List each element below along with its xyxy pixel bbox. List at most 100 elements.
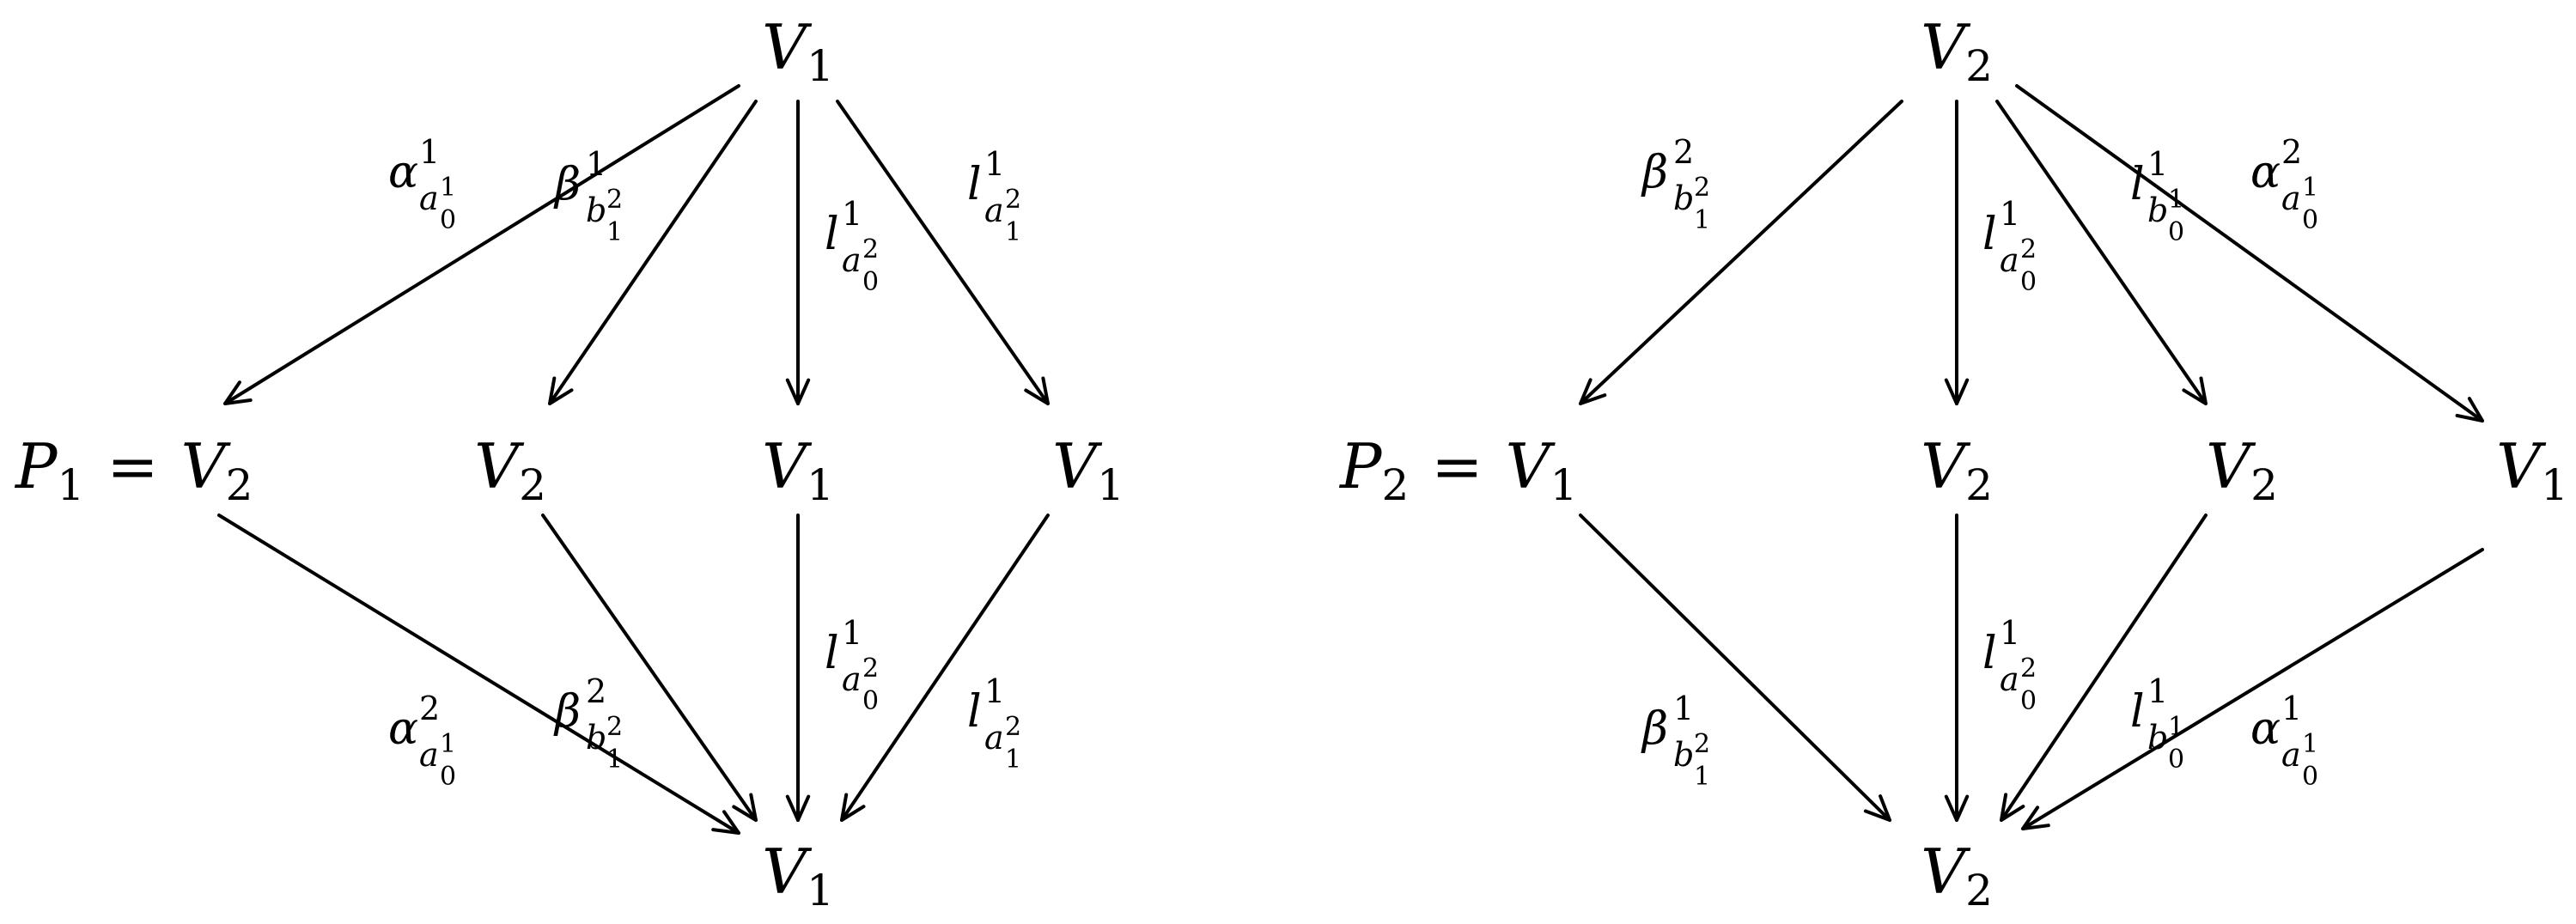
svg-text:0: 0: [2168, 745, 2184, 775]
svg-text:l: l: [1982, 209, 1997, 260]
svg-text:b: b: [2147, 719, 2168, 757]
svg-text:2: 2: [2020, 234, 2037, 264]
svg-text:1: 1: [2147, 145, 2168, 183]
svg-text:1: 1: [440, 729, 456, 759]
diagram-2-top-node: V2: [1921, 11, 1993, 91]
svg-text:1: 1: [2000, 614, 2020, 652]
svg-text:b: b: [586, 191, 606, 229]
svg-text:2: 2: [606, 712, 623, 742]
diagram-2-middle-node-4: V1: [2496, 430, 2568, 510]
svg-text:b: b: [1673, 179, 1694, 217]
svg-text:1: 1: [2281, 690, 2302, 727]
svg-text:β: β: [553, 686, 581, 738]
svg-text:1: 1: [2168, 712, 2184, 742]
svg-text:0: 0: [440, 762, 456, 792]
svg-text:a: a: [419, 179, 439, 217]
svg-text:α: α: [2250, 147, 2281, 198]
svg-text:1: 1: [984, 672, 1005, 710]
diagram-2-middle-node-2: V2: [1921, 430, 1993, 510]
svg-text:a: a: [842, 241, 862, 279]
svg-text:0: 0: [862, 267, 879, 297]
svg-text:α: α: [388, 147, 418, 198]
diagram-1-middle-node-1: P1=V2: [14, 430, 253, 510]
svg-text:1: 1: [1005, 217, 1021, 247]
svg-text:1: 1: [2168, 185, 2184, 215]
diagram-1-lower-arrow-4: [840, 514, 1050, 822]
svg-text:1: 1: [2302, 173, 2318, 203]
svg-text:l: l: [2130, 159, 2145, 210]
svg-text:1: 1: [2302, 729, 2318, 759]
svg-text:2: 2: [1694, 729, 1710, 759]
svg-text:0: 0: [2168, 217, 2184, 247]
diagram-1-lower-arrow-3: [785, 514, 811, 822]
diagram-2-upper-arrow-2: [1944, 100, 1970, 405]
svg-text:b: b: [2147, 191, 2168, 229]
svg-text:1: 1: [842, 195, 862, 233]
diagram-1-middle-node-4: V1: [1052, 430, 1124, 510]
diagram-1-top-node: V1: [762, 11, 834, 91]
diagram-2-upper-arrow-4: [2015, 84, 2484, 422]
svg-text:2: 2: [2281, 133, 2302, 171]
svg-text:1: 1: [1694, 762, 1710, 792]
svg-text:1: 1: [842, 614, 862, 652]
svg-text:1: 1: [2000, 195, 2020, 233]
diagram-2-lower-arrow-1: [1579, 514, 1891, 822]
svg-text:2: 2: [1005, 185, 1021, 215]
svg-text:β: β: [553, 159, 581, 210]
svg-text:2: 2: [862, 653, 879, 684]
svg-text:2: 2: [1694, 173, 1710, 203]
svg-text:1: 1: [1673, 690, 1694, 727]
diagram-1-upper-arrow-4: [836, 100, 1050, 405]
svg-text:1: 1: [419, 133, 440, 171]
svg-text:a: a: [2281, 179, 2301, 217]
diagram-2-middle-node-1: P2=V1: [1338, 430, 1577, 510]
svg-text:2: 2: [606, 185, 623, 215]
svg-text:0: 0: [862, 686, 879, 716]
svg-text:α: α: [388, 703, 418, 755]
svg-text:b: b: [1673, 736, 1694, 774]
svg-text:β: β: [1641, 703, 1668, 755]
svg-text:0: 0: [2020, 686, 2037, 716]
svg-text:0: 0: [440, 205, 456, 235]
svg-text:1: 1: [606, 745, 623, 775]
svg-text:l: l: [825, 628, 839, 679]
svg-text:2: 2: [586, 672, 606, 710]
diagram-1-bottom-node: V1: [762, 836, 834, 915]
diagram-1-middle-node-2: V2: [474, 430, 546, 510]
svg-text:α: α: [2250, 703, 2281, 755]
svg-text:a: a: [2000, 660, 2019, 698]
svg-text:1: 1: [2147, 672, 2168, 710]
svg-text:a: a: [2281, 736, 2301, 774]
svg-text:a: a: [842, 660, 862, 698]
diagram-2-lower-arrow-3: [2000, 514, 2208, 822]
svg-text:1: 1: [1694, 205, 1710, 235]
svg-text:2: 2: [1005, 712, 1021, 742]
svg-text:1: 1: [606, 217, 623, 247]
svg-text:2: 2: [862, 234, 879, 264]
svg-text:a: a: [2000, 241, 2019, 279]
svg-text:1: 1: [440, 173, 456, 203]
diagram-1-upper-arrow-1: [223, 84, 740, 405]
svg-text:1: 1: [984, 145, 1005, 183]
svg-text:2: 2: [419, 690, 440, 727]
svg-text:l: l: [2130, 686, 2145, 738]
diagram-1-lower-arrow-2: [541, 514, 758, 822]
svg-text:a: a: [419, 736, 439, 774]
diagram-2-bottom-node: V2: [1921, 836, 1993, 915]
diagram-1-lower-arrow-1: [217, 514, 740, 835]
